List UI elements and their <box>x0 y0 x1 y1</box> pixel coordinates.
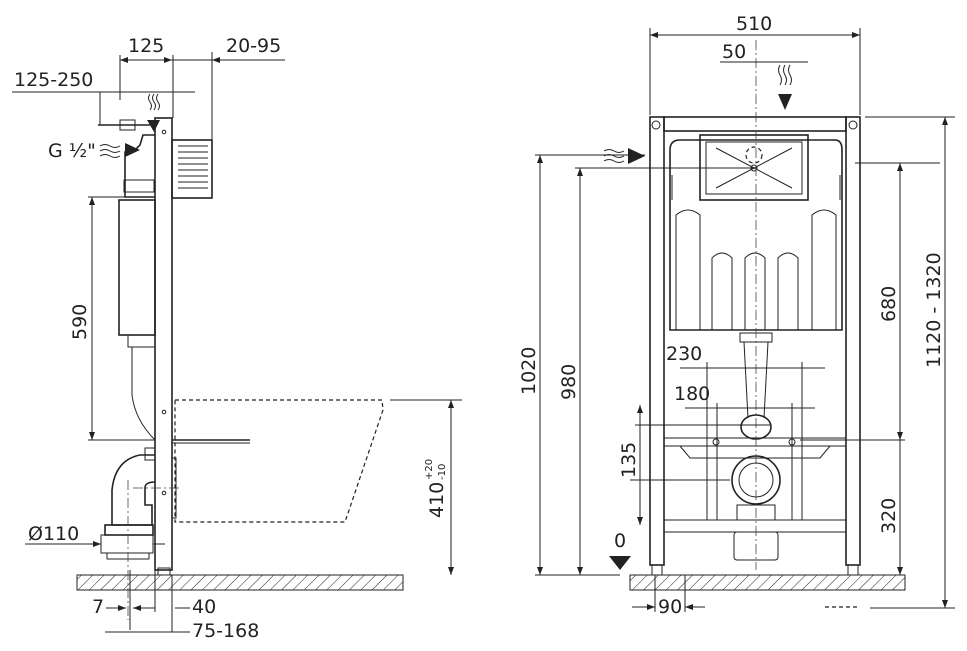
dim-980: 980 <box>558 364 580 400</box>
side-view: 125 20-95 125-250 G ½" 590 Ø110 7 40 75-… <box>12 35 462 642</box>
drain-elbow <box>111 454 156 526</box>
dim-40: 40 <box>192 596 216 618</box>
dim-20-95: 20-95 <box>226 35 281 57</box>
dim-diameter-110: Ø110 <box>28 523 79 545</box>
dim-590: 590 <box>69 304 91 340</box>
dim-230: 230 <box>666 343 702 365</box>
dim-135: 135 <box>618 442 640 478</box>
floor-hatch <box>76 574 404 591</box>
dim-1020: 1020 <box>518 347 540 395</box>
dim-510: 510 <box>736 13 772 35</box>
dim-320: 320 <box>878 498 900 534</box>
flush-plate-box <box>171 139 213 199</box>
dim-410-tolerance-plus: +20 <box>424 459 435 480</box>
dim-680: 680 <box>878 286 900 322</box>
front-cistern <box>669 139 843 331</box>
frame-right-post <box>845 116 861 566</box>
frame-post <box>154 117 173 571</box>
frame-left-post <box>649 116 665 566</box>
dim-7: 7 <box>92 596 104 618</box>
dim-90: 90 <box>658 596 682 618</box>
dim-410: 410 <box>426 482 448 518</box>
dim-50: 50 <box>722 41 746 63</box>
inlet-thread-label: G ½" <box>48 140 96 162</box>
dim-180: 180 <box>674 383 710 405</box>
dim-75-168: 75-168 <box>192 620 259 642</box>
dim-0-level: 0 <box>614 530 626 552</box>
dim-125: 125 <box>128 35 164 57</box>
floor-level-marker <box>609 556 631 570</box>
dim-410-tolerance-minus: -10 <box>437 464 448 480</box>
cistern <box>124 134 155 198</box>
wc-bowl-outline <box>174 399 384 523</box>
floor-hatch-front <box>629 574 906 591</box>
dim-1120-1320: 1120 - 1320 <box>923 252 945 368</box>
dim-125-250: 125-250 <box>14 69 93 91</box>
front-view: 510 50 1020 980 680 320 1120 - 1320 230 … <box>518 13 955 618</box>
